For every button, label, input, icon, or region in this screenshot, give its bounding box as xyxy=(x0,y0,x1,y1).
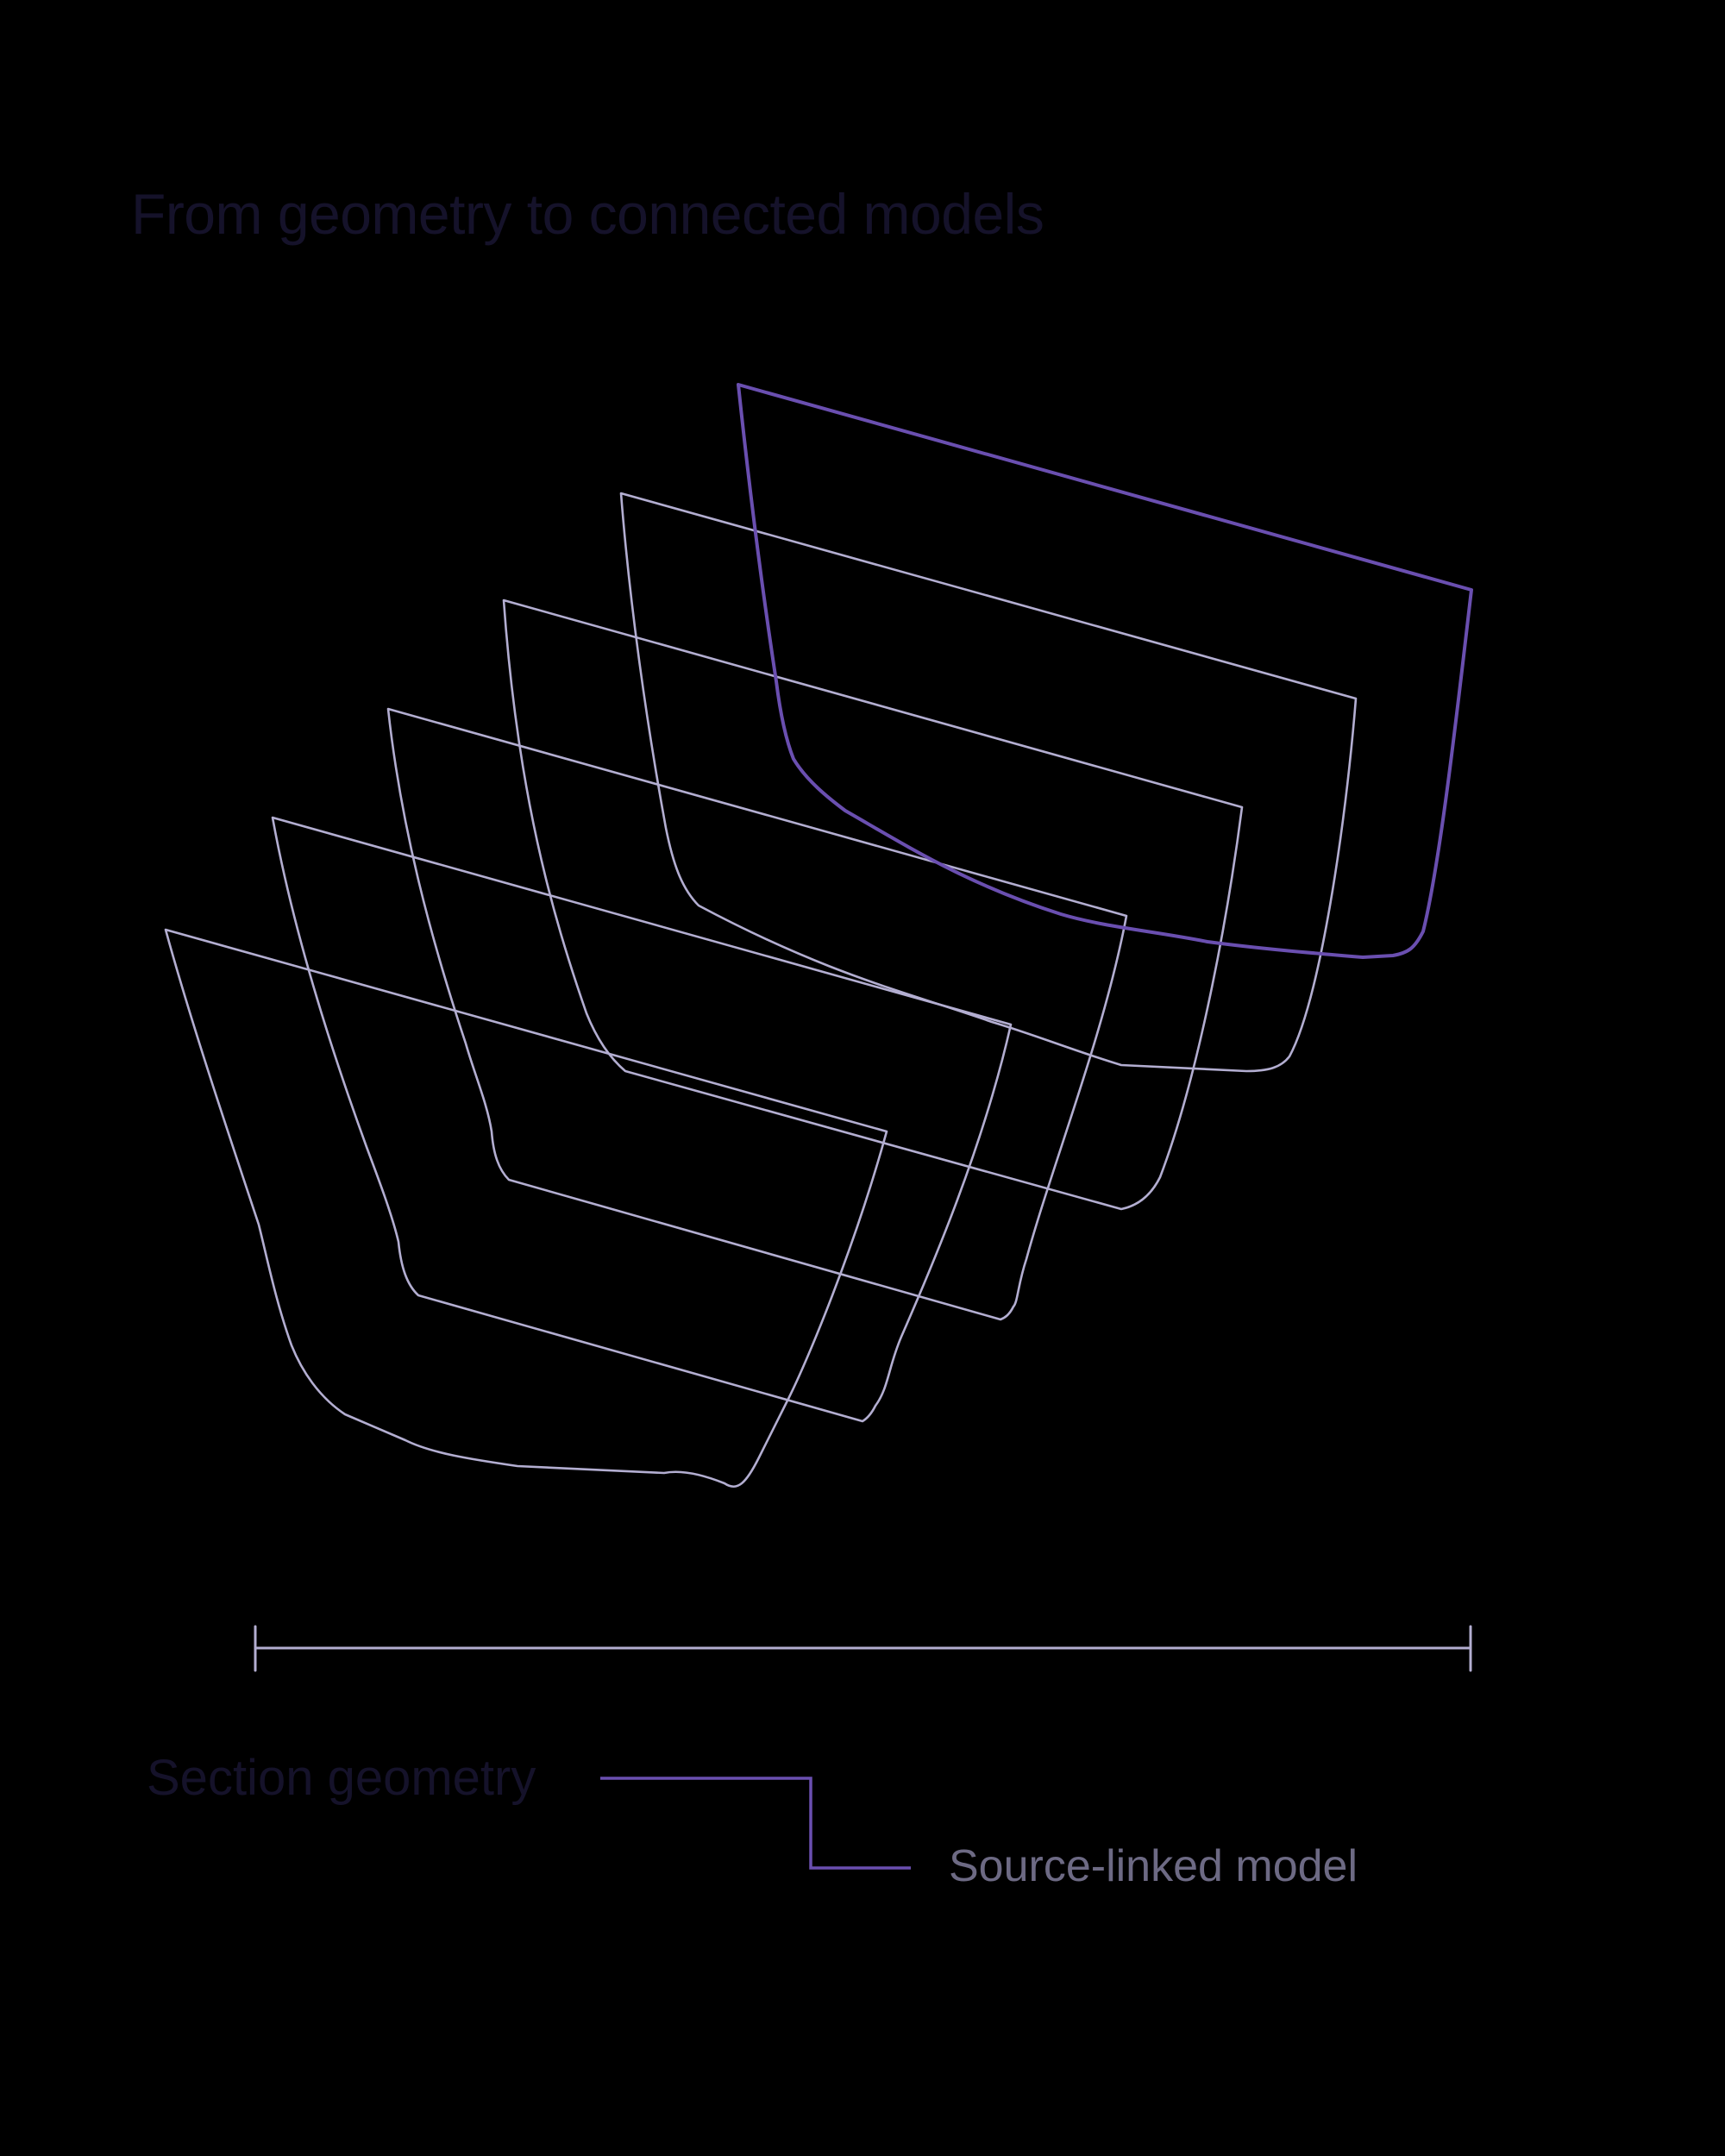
source-linked-model-label: Source-linked model xyxy=(949,1841,1358,1891)
section-outline-highlight xyxy=(737,383,1473,959)
page-title: From geometry to connected models xyxy=(131,182,1044,246)
span-dimension-line xyxy=(254,1625,1472,1672)
section-outline-3 xyxy=(502,599,1244,1211)
label-connector-line xyxy=(600,1777,911,1870)
section-outline-2 xyxy=(619,492,1358,1073)
section-outline-5 xyxy=(271,816,1013,1423)
section-outline-4 xyxy=(386,707,1128,1321)
section-geometry-label: Section geometry xyxy=(147,1750,536,1806)
section-outline-6 xyxy=(164,928,888,1488)
